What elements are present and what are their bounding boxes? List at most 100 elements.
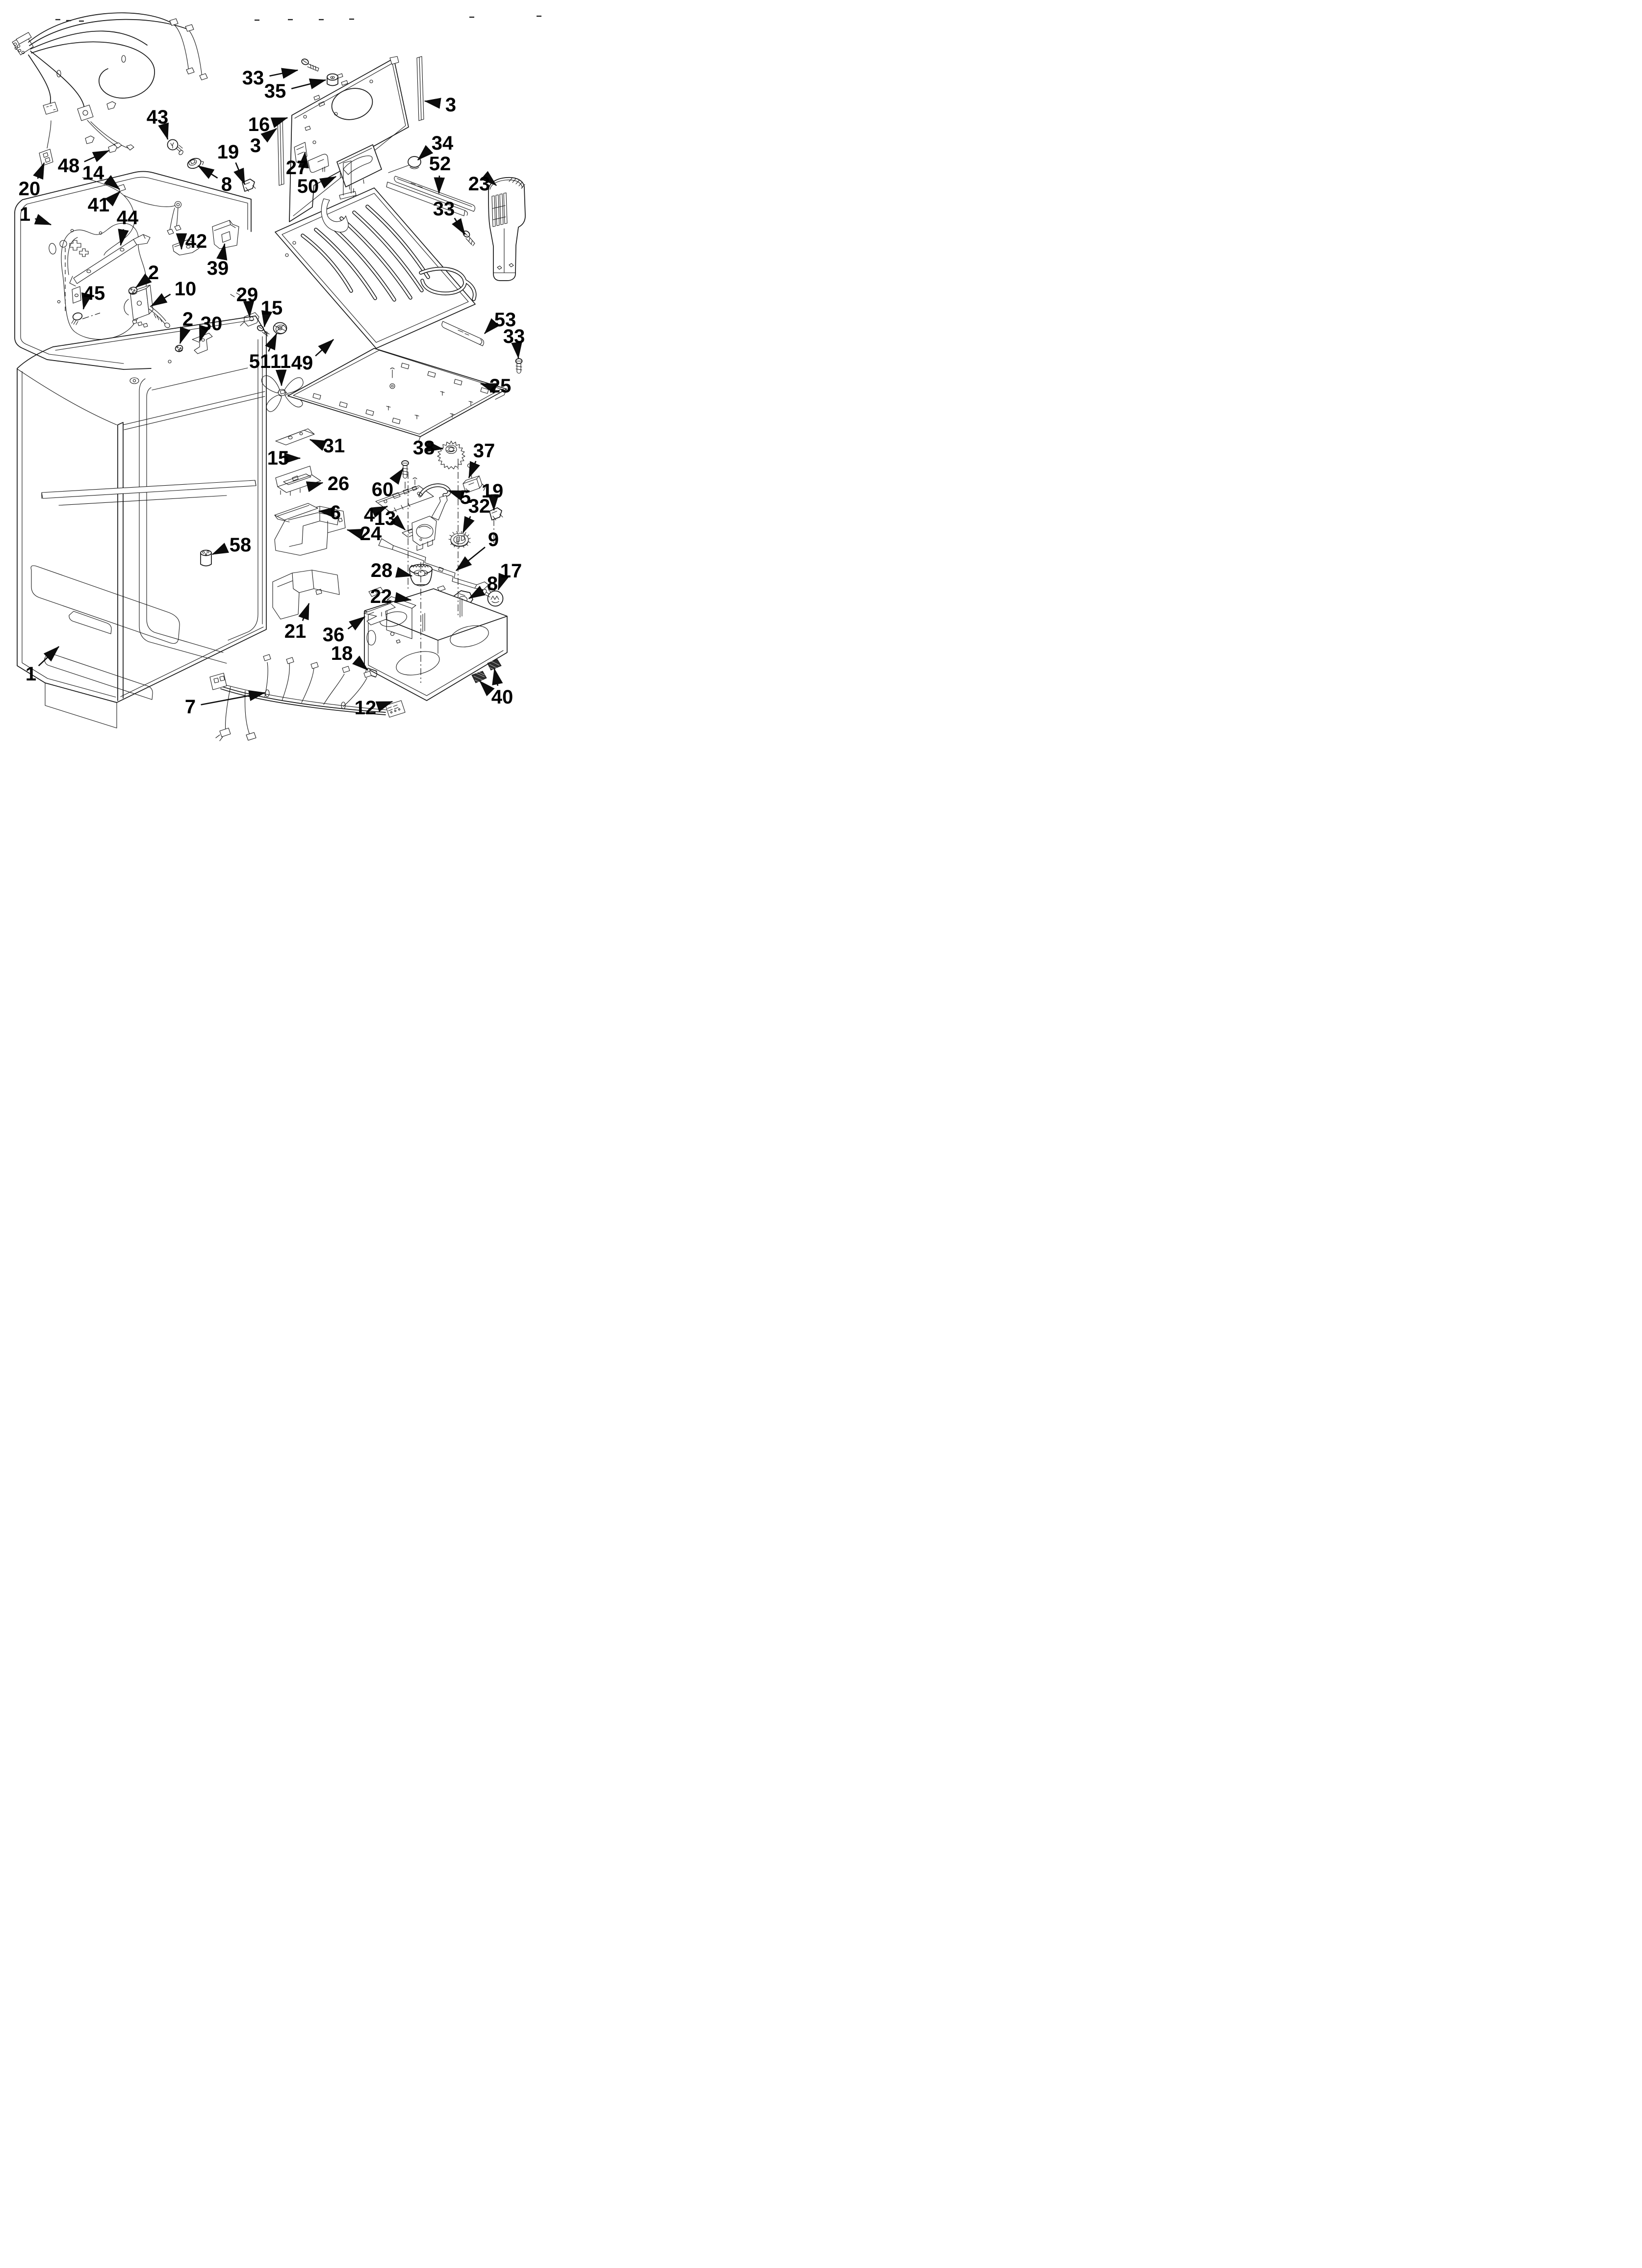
part-number-23: 23 bbox=[468, 173, 490, 195]
callout-leader bbox=[216, 243, 228, 261]
part-number-51: 51 bbox=[249, 351, 271, 372]
part-number-33: 33 bbox=[433, 198, 455, 220]
callout-leader bbox=[84, 150, 110, 162]
callout-leader bbox=[319, 176, 337, 189]
part-number-7: 7 bbox=[185, 696, 196, 718]
callout-19-12: 19 bbox=[217, 141, 246, 185]
gasket-strip-3-left bbox=[277, 118, 284, 186]
callout-leader bbox=[315, 339, 334, 357]
part-number-38: 38 bbox=[413, 437, 435, 459]
nut-2-second bbox=[175, 345, 183, 352]
callout-leader bbox=[309, 439, 327, 451]
callout-leader bbox=[389, 468, 404, 485]
callout-43-11: 43 bbox=[147, 106, 169, 140]
callout-leader bbox=[291, 78, 327, 90]
part-number-42: 42 bbox=[185, 231, 207, 252]
callout-25-35: 25 bbox=[480, 375, 512, 397]
part-number-13: 13 bbox=[374, 508, 396, 529]
callout-leader bbox=[197, 165, 218, 179]
clip-19-lower bbox=[489, 507, 503, 521]
part-number-25: 25 bbox=[489, 375, 512, 397]
callout-53-33: 53 bbox=[484, 309, 516, 335]
callout-41-18: 41 bbox=[88, 191, 121, 216]
wire-clip-14 bbox=[117, 184, 126, 192]
callout-18-56: 18 bbox=[331, 643, 369, 671]
thermostat-10 bbox=[124, 285, 170, 328]
part-number-19: 19 bbox=[482, 480, 504, 502]
wiring-harness-7 bbox=[209, 654, 406, 741]
callout-26-45: 26 bbox=[306, 473, 350, 495]
callout-leader bbox=[261, 310, 273, 328]
callout-17-51: 17 bbox=[497, 560, 522, 591]
part-number-33: 33 bbox=[503, 326, 525, 347]
part-number-15: 15 bbox=[267, 447, 289, 469]
callout-32-42: 32 bbox=[462, 495, 490, 534]
callout-15-32: 15 bbox=[267, 447, 301, 469]
part-number-49: 49 bbox=[291, 352, 313, 374]
callout-leader bbox=[211, 543, 230, 555]
callout-leader bbox=[352, 655, 369, 671]
rail-53 bbox=[441, 321, 484, 346]
part-number-2: 2 bbox=[148, 262, 159, 284]
callout-leader bbox=[275, 369, 287, 387]
part-number-26: 26 bbox=[328, 473, 350, 495]
bracket-36 bbox=[363, 587, 396, 626]
callout-leader bbox=[426, 441, 444, 452]
part-number-30: 30 bbox=[201, 313, 223, 335]
clip-19-top bbox=[242, 179, 256, 192]
part-number-36: 36 bbox=[323, 624, 345, 646]
callout-48-15: 48 bbox=[58, 150, 110, 177]
part-number-37: 37 bbox=[473, 440, 495, 462]
callout-34-7: 34 bbox=[417, 132, 454, 160]
callout-8-52: 8 bbox=[468, 573, 498, 600]
grommet-51 bbox=[273, 322, 287, 335]
callout-8-13: 8 bbox=[197, 165, 232, 195]
part-number-12: 12 bbox=[355, 697, 377, 719]
housing-26 bbox=[275, 466, 321, 496]
part-number-45: 45 bbox=[83, 283, 105, 304]
callout-leader bbox=[135, 273, 152, 288]
plug-45 bbox=[71, 312, 101, 325]
callout-58-53: 58 bbox=[211, 534, 251, 556]
gasket-strip-3-right bbox=[416, 56, 424, 121]
callout-7-57: 7 bbox=[185, 690, 266, 718]
spacer-35 bbox=[327, 73, 338, 86]
callout-leader bbox=[468, 461, 480, 479]
part-number-32: 32 bbox=[468, 495, 490, 517]
screw-15-upper bbox=[257, 325, 270, 337]
callout-leader bbox=[480, 383, 498, 394]
part-number-17: 17 bbox=[500, 560, 522, 582]
callout-leader bbox=[318, 507, 335, 518]
callout-leader bbox=[468, 585, 486, 600]
callout-leader bbox=[265, 333, 278, 352]
part-number-11: 11 bbox=[270, 351, 291, 372]
callout-39-21: 39 bbox=[207, 243, 229, 279]
callout-60-38: 60 bbox=[372, 468, 404, 500]
alignment-axes bbox=[408, 459, 494, 683]
callout-leader bbox=[395, 567, 413, 578]
part-number-28: 28 bbox=[371, 560, 393, 581]
callout-leader bbox=[424, 98, 441, 109]
callout-leader bbox=[199, 324, 210, 342]
callout-11-30: 11 bbox=[270, 351, 291, 387]
part-number-40: 40 bbox=[491, 686, 513, 708]
part-number-33: 33 bbox=[242, 67, 264, 89]
callout-37-37: 37 bbox=[468, 440, 495, 479]
callout-2-23: 2 bbox=[135, 262, 159, 288]
bracket-31 bbox=[275, 428, 315, 445]
callout-1-60: 1 bbox=[26, 646, 60, 685]
part-number-10: 10 bbox=[175, 278, 197, 300]
callout-20-14: 20 bbox=[19, 162, 45, 200]
callout-leader bbox=[81, 292, 93, 310]
callout-12-58: 12 bbox=[355, 697, 393, 719]
part-number-19: 19 bbox=[217, 141, 239, 163]
callout-29-27: 29 bbox=[236, 284, 258, 318]
part-number-1: 1 bbox=[26, 663, 36, 685]
part-number-6: 6 bbox=[330, 502, 341, 523]
callout-leader bbox=[394, 592, 412, 603]
callout-2-25: 2 bbox=[179, 309, 193, 344]
tray-tube-loop bbox=[419, 266, 477, 301]
part-number-8: 8 bbox=[487, 573, 498, 595]
callout-leader bbox=[511, 341, 522, 359]
